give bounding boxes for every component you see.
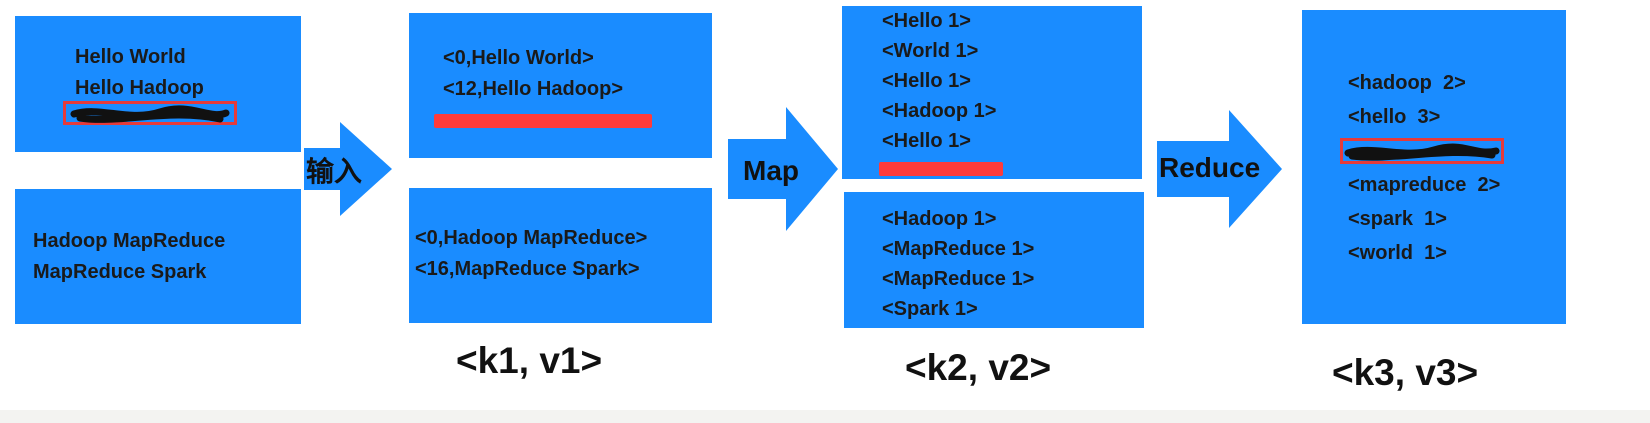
kv-line: <hello 3> [1348,106,1441,128]
kv-line: <Hadoop 1> [882,100,997,122]
kv-line: <0,Hadoop MapReduce> [415,227,648,249]
kv-line: <12,Hello Hadoop> [443,78,624,100]
kv-line: <Spark 1> [882,298,978,320]
k1v1-box-1: <0,Hello World> <12,Hello Hadoop> [409,13,712,158]
input-box-2: Hadoop MapReduce MapReduce Spark [15,189,301,324]
redaction-box [63,101,237,125]
kv-line: <Hello 1> [882,70,971,92]
kv-line: <world 1> [1348,242,1447,264]
input-box-1: Hello World Hello Hadoop [15,16,301,152]
kv-line: <hadoop 2> [1348,72,1466,94]
k2v2-box-1: <Hello 1> <World 1> <Hello 1> <Hadoop 1>… [842,6,1142,179]
stage-label-k1v1: <k1, v1> [456,340,603,381]
redaction-box [1340,138,1504,164]
arrow-reduce-label: Reduce [1159,152,1261,183]
kv-line: <Hello 1> [882,10,971,32]
arrow-reduce [1157,110,1282,228]
redaction-bar [434,114,652,128]
kv-line: <mapreduce 2> [1348,174,1501,196]
scribble-redaction [70,105,230,123]
k2v2-box-2: <Hadoop 1> <MapReduce 1> <MapReduce 1> <… [844,192,1144,328]
input-line: Hello World [75,46,186,68]
kv-line: <MapReduce 1> [882,268,1035,290]
input-line: Hadoop MapReduce [33,230,226,252]
scribble-redaction [1344,143,1500,161]
kv-line: <spark 1> [1348,208,1447,230]
arrow-map [728,107,838,231]
mapreduce-diagram: Hello World Hello Hadoop Hadoop MapReduc… [0,0,1650,410]
kv-line: <0,Hello World> [443,47,594,69]
arrow-map-label: Map [743,155,799,186]
arrow-input [304,122,392,216]
kv-line: <16,MapReduce Spark> [415,258,640,280]
kv-line: <Hello 1> [882,130,971,152]
k1v1-box-2: <0,Hadoop MapReduce> <16,MapReduce Spark… [409,188,712,323]
kv-line: <MapReduce 1> [882,238,1035,260]
k3v3-box: <hadoop 2> <hello 3> <mapreduce 2> <spar… [1302,10,1566,324]
arrow-input-label: 输入 [306,156,363,187]
stage-label-k2v2: <k2, v2> [905,347,1052,388]
stage-label-k3v3: <k3, v3> [1332,352,1479,393]
kv-line: <Hadoop 1> [882,208,997,230]
input-line: MapReduce Spark [33,261,207,283]
redaction-bar [879,162,1003,176]
input-line: Hello Hadoop [75,77,204,99]
kv-line: <World 1> [882,40,979,62]
